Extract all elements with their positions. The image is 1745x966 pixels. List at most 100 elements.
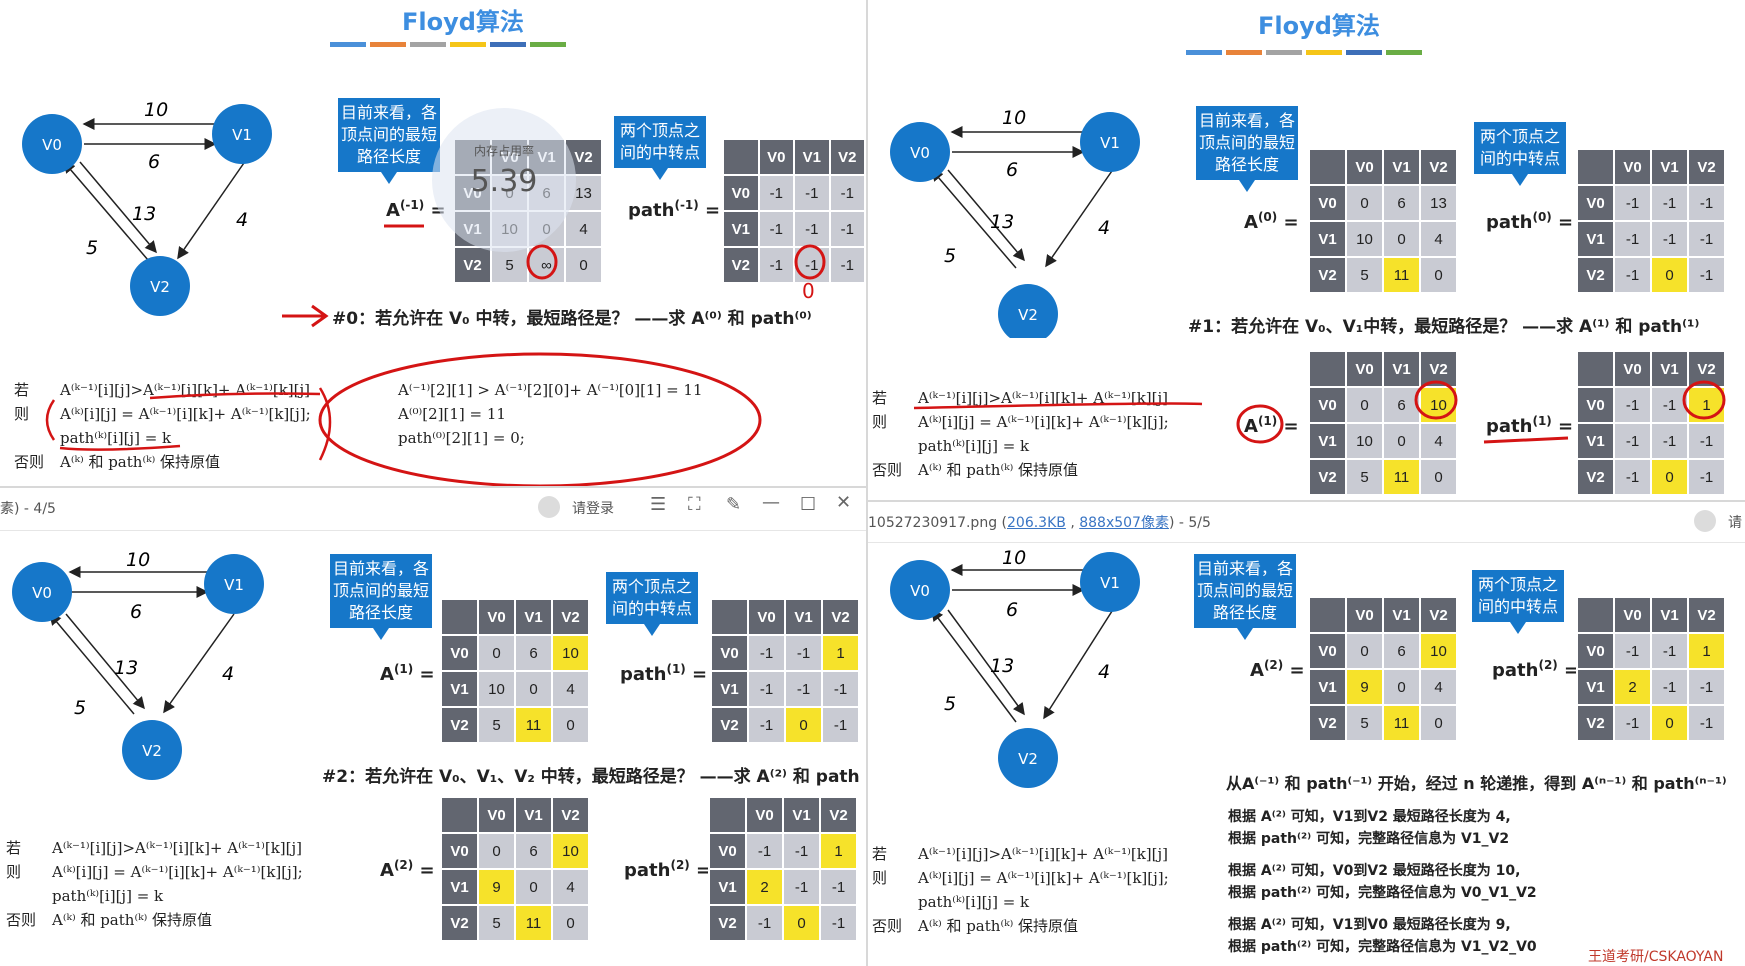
svg-text:V2: V2 bbox=[1018, 750, 1038, 768]
path-matrix-label: path(2) = bbox=[624, 858, 712, 881]
row-header: V2 bbox=[1308, 256, 1347, 294]
column-header: V0 bbox=[747, 598, 786, 636]
weight-label: 4 bbox=[236, 209, 248, 231]
svg-text:6: 6 bbox=[130, 601, 142, 623]
pin-icon[interactable]: ✎ bbox=[726, 494, 742, 515]
node-v2 bbox=[998, 284, 1058, 338]
login-link[interactable]: 请登录 bbox=[572, 501, 614, 517]
viewer-window-5of5: 10527230917.png (206.3KB , 888x507像素) - … bbox=[868, 502, 1745, 966]
matrix-cell: 10 bbox=[1345, 422, 1384, 460]
matrix-cell: -1 bbox=[1613, 386, 1652, 424]
node-v2 bbox=[122, 720, 182, 780]
matrix-cell: -1 bbox=[1650, 184, 1689, 222]
matrix-cell: -1 bbox=[757, 210, 795, 248]
row-header: V2 bbox=[722, 246, 760, 284]
callout-path: 两个顶点之间的中转点 bbox=[1472, 570, 1564, 634]
minimize-icon[interactable]: — bbox=[762, 492, 780, 513]
step-text: #0：若允许在 V₀ 中转，最短路径是？ ——求 A⁽⁰⁾ 和 path⁽⁰⁾ bbox=[332, 309, 812, 329]
matrix-cell: -1 bbox=[1650, 422, 1689, 460]
matrix-cell: 0 bbox=[1650, 256, 1689, 294]
user-avatar[interactable] bbox=[1694, 510, 1716, 532]
column-header: V0 bbox=[745, 796, 784, 834]
matrix-cell: -1 bbox=[821, 670, 860, 708]
row-header: V2 bbox=[440, 904, 479, 942]
matrix-cell: -1 bbox=[1650, 220, 1689, 258]
column-header: V2 bbox=[1687, 596, 1726, 634]
column-header: V0 bbox=[1613, 596, 1652, 634]
row-header: V0 bbox=[440, 832, 479, 870]
matrix-cell: 0 bbox=[1382, 668, 1421, 706]
matrix-cell: 10 bbox=[477, 670, 516, 708]
slide-panel-4of5: Floyd算法 10 6 13 5 4 V0 V1 V2 目前来看，各顶点间的最… bbox=[868, 0, 1745, 500]
matrix-cell: -1 bbox=[819, 904, 858, 942]
svg-text:V1: V1 bbox=[224, 576, 244, 594]
matrix-cell: -1 bbox=[784, 670, 823, 708]
assign-text: A⁽ᵏ⁾[i][j] = A⁽ᵏ⁻¹⁾[i][k]+ A⁽ᵏ⁻¹⁾[k][j]; bbox=[60, 405, 311, 423]
matrix-cell: 13 bbox=[564, 174, 603, 212]
row-header: V1 bbox=[710, 670, 749, 708]
row-header: V1 bbox=[440, 670, 479, 708]
row-header: V0 bbox=[1576, 184, 1615, 222]
column-header: V1 bbox=[793, 138, 831, 176]
matrix-cell: 0 bbox=[564, 246, 603, 284]
matrix-cell: 6 bbox=[1382, 632, 1421, 670]
file-size-link[interactable]: 206.3KB bbox=[1007, 515, 1066, 531]
matrix-cell: 0 bbox=[1419, 256, 1458, 294]
row-header: V2 bbox=[1308, 704, 1347, 742]
column-header: V1 bbox=[1650, 148, 1689, 186]
matrix-cell: 0 bbox=[477, 832, 516, 870]
svg-text:5: 5 bbox=[74, 697, 86, 719]
close-icon[interactable]: ✕ bbox=[836, 492, 852, 513]
memory-overlay-sub: 内存占用率 bbox=[473, 144, 534, 158]
svg-text:V0: V0 bbox=[910, 144, 930, 162]
node-v1 bbox=[204, 554, 264, 614]
matrix-cell: 0 bbox=[1650, 704, 1689, 742]
dist-matrix-label: A(1) = bbox=[380, 662, 435, 685]
dimensions-link[interactable]: 888x507像素 bbox=[1079, 515, 1169, 531]
matrix-cell: 10 bbox=[1419, 632, 1458, 670]
then-keyword: 则 bbox=[14, 405, 30, 423]
maximize-icon[interactable]: ☐ bbox=[800, 494, 817, 515]
matrix-cell: 0 bbox=[514, 670, 553, 708]
matrix-cell: 5 bbox=[1345, 256, 1384, 294]
divider bbox=[0, 486, 866, 488]
column-header: V2 bbox=[1687, 350, 1726, 388]
fullscreen-icon[interactable]: ⛶ bbox=[688, 494, 701, 515]
path-matrix-label: path(-1) = bbox=[628, 198, 721, 221]
svg-text:13: 13 bbox=[114, 657, 138, 679]
matrix-cell: 5 bbox=[1345, 704, 1384, 742]
matrix-cell: ∞ bbox=[527, 246, 566, 284]
matrix-cell: 0 bbox=[514, 868, 553, 906]
matrix-cell: 9 bbox=[1345, 668, 1384, 706]
viewer-header: 10527230917.png (206.3KB , 888x507像素) - … bbox=[868, 502, 1745, 543]
row-header: V2 bbox=[1576, 458, 1615, 496]
column-header: V0 bbox=[757, 138, 795, 176]
file-info: 10527230917.png (206.3KB , 888x507像素) - … bbox=[868, 515, 1211, 531]
note-line: 根据 path⁽²⁾ 可知，完整路径信息为 V0_V1_V2 bbox=[1228, 885, 1537, 901]
column-header: V2 bbox=[1419, 148, 1458, 186]
node-label: V0 bbox=[42, 136, 62, 154]
menu-icon[interactable]: ☰ bbox=[650, 494, 667, 515]
row-header: V0 bbox=[708, 832, 747, 870]
node-v0 bbox=[12, 562, 72, 622]
matrix-cell: -1 bbox=[782, 868, 821, 906]
matrix-cell: 2 bbox=[745, 868, 784, 906]
svg-text:V2: V2 bbox=[1018, 306, 1038, 324]
edge-v2-v0 bbox=[63, 160, 149, 261]
callout-path: 两个顶点之间的中转点 bbox=[614, 116, 706, 180]
slide-title: Floyd算法 bbox=[1258, 12, 1380, 40]
row-header: V0 bbox=[710, 634, 749, 672]
column-header: V1 bbox=[1650, 350, 1689, 388]
slide-title: Floyd算法 bbox=[402, 8, 524, 36]
row-header: V2 bbox=[1308, 458, 1347, 496]
user-avatar[interactable] bbox=[538, 496, 560, 518]
row-header: V0 bbox=[1308, 632, 1347, 670]
matrix-cell: -1 bbox=[757, 246, 795, 284]
column-header: V2 bbox=[551, 796, 590, 834]
matrix-cell: -1 bbox=[828, 246, 866, 284]
row-header: V1 bbox=[1576, 422, 1615, 460]
login-link[interactable]: 请 bbox=[1728, 515, 1742, 531]
matrix-cell: 11 bbox=[514, 706, 553, 744]
